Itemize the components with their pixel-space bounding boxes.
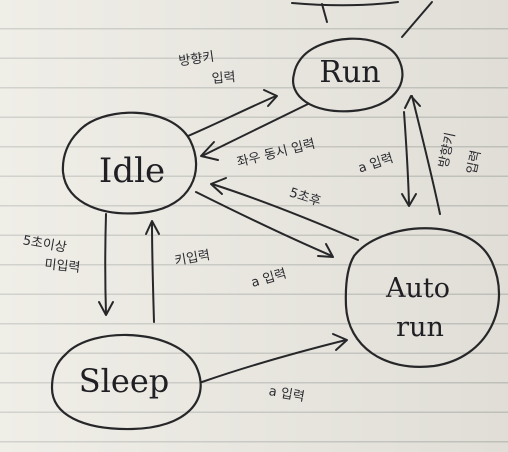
label-autorun-to-idle: 5초후 bbox=[287, 186, 322, 210]
label-sleep-to-idle: 키입력 bbox=[173, 248, 211, 269]
arrow-run-to-idle bbox=[201, 103, 309, 157]
arrowhead-sleep-to-idle bbox=[145, 220, 160, 235]
label-idle-to-run-line2: 입력 bbox=[211, 70, 236, 87]
state-sleep: Sleep bbox=[50, 333, 202, 431]
arrowhead-autorun-to-idle bbox=[210, 177, 227, 195]
label-sleep-to-autorun: a 입력 bbox=[268, 384, 306, 405]
state-autorun: Auto run bbox=[344, 227, 501, 368]
label-autorun-to-run-line2: 입력 bbox=[465, 149, 485, 176]
arrowhead-idle-to-run bbox=[263, 89, 278, 107]
transition-sleep-to-idle: 키입력 bbox=[145, 220, 211, 323]
state-run: Run bbox=[291, 37, 404, 113]
top-sketch-tick bbox=[321, 3, 328, 23]
arrowhead-run-to-autorun bbox=[401, 193, 417, 207]
transition-autorun-to-idle: 5초후 bbox=[210, 177, 359, 241]
arrowhead-autorun-to-run bbox=[404, 95, 421, 109]
state-autorun-circle bbox=[344, 227, 501, 368]
label-idle-to-run-line1: 방향키 bbox=[178, 50, 216, 70]
state-run-label: Run bbox=[319, 55, 380, 90]
top-sketch-diagonal bbox=[401, 1, 433, 38]
arrowhead-sleep-to-autorun bbox=[332, 333, 348, 351]
transition-idle-to-sleep: 5초이상 미입력 bbox=[22, 213, 114, 316]
arrowhead-idle-to-autorun bbox=[317, 243, 334, 258]
transition-run-to-autorun: a 입력 bbox=[356, 111, 417, 207]
label-run-to-idle: 좌우 동시 입력 bbox=[236, 137, 317, 171]
state-autorun-label-line2: run bbox=[396, 312, 444, 343]
arrow-autorun-to-idle bbox=[211, 183, 359, 241]
label-idle-to-autorun: a 입력 bbox=[250, 266, 289, 290]
arrow-idle-to-sleep bbox=[104, 213, 107, 315]
arrowhead-run-to-idle bbox=[200, 141, 219, 161]
arrow-autorun-to-run bbox=[411, 95, 441, 215]
state-sleep-circle bbox=[50, 333, 202, 431]
state-sleep-label: Sleep bbox=[79, 362, 170, 400]
state-idle-label: Idle bbox=[99, 151, 165, 191]
arrowhead-idle-to-sleep bbox=[98, 301, 114, 316]
label-idle-to-sleep-line2: 미입력 bbox=[44, 257, 81, 276]
arrow-sleep-to-autorun bbox=[201, 339, 347, 383]
transition-autorun-to-run: 방향키 입력 bbox=[404, 95, 485, 215]
top-sketch-line bbox=[291, 1, 399, 7]
label-run-to-autorun: a 입력 bbox=[356, 151, 395, 176]
transition-sleep-to-autorun: a 입력 bbox=[201, 333, 348, 405]
transition-run-to-idle: 좌우 동시 입력 bbox=[200, 103, 317, 171]
state-idle-circle bbox=[61, 111, 198, 215]
arrow-sleep-to-idle bbox=[151, 221, 155, 323]
transition-idle-to-run: 방향키 입력 bbox=[178, 50, 278, 137]
label-idle-to-sleep-line1: 5초이상 bbox=[22, 233, 68, 255]
state-idle: Idle bbox=[61, 111, 198, 215]
label-autorun-to-run-line1: 방향키 bbox=[437, 131, 459, 169]
state-autorun-label-line1: Auto bbox=[385, 273, 450, 304]
arrow-run-to-autorun bbox=[403, 111, 410, 205]
arrow-idle-to-run bbox=[187, 95, 277, 137]
arrow-idle-to-autorun bbox=[195, 191, 333, 257]
state-run-circle bbox=[291, 37, 404, 113]
